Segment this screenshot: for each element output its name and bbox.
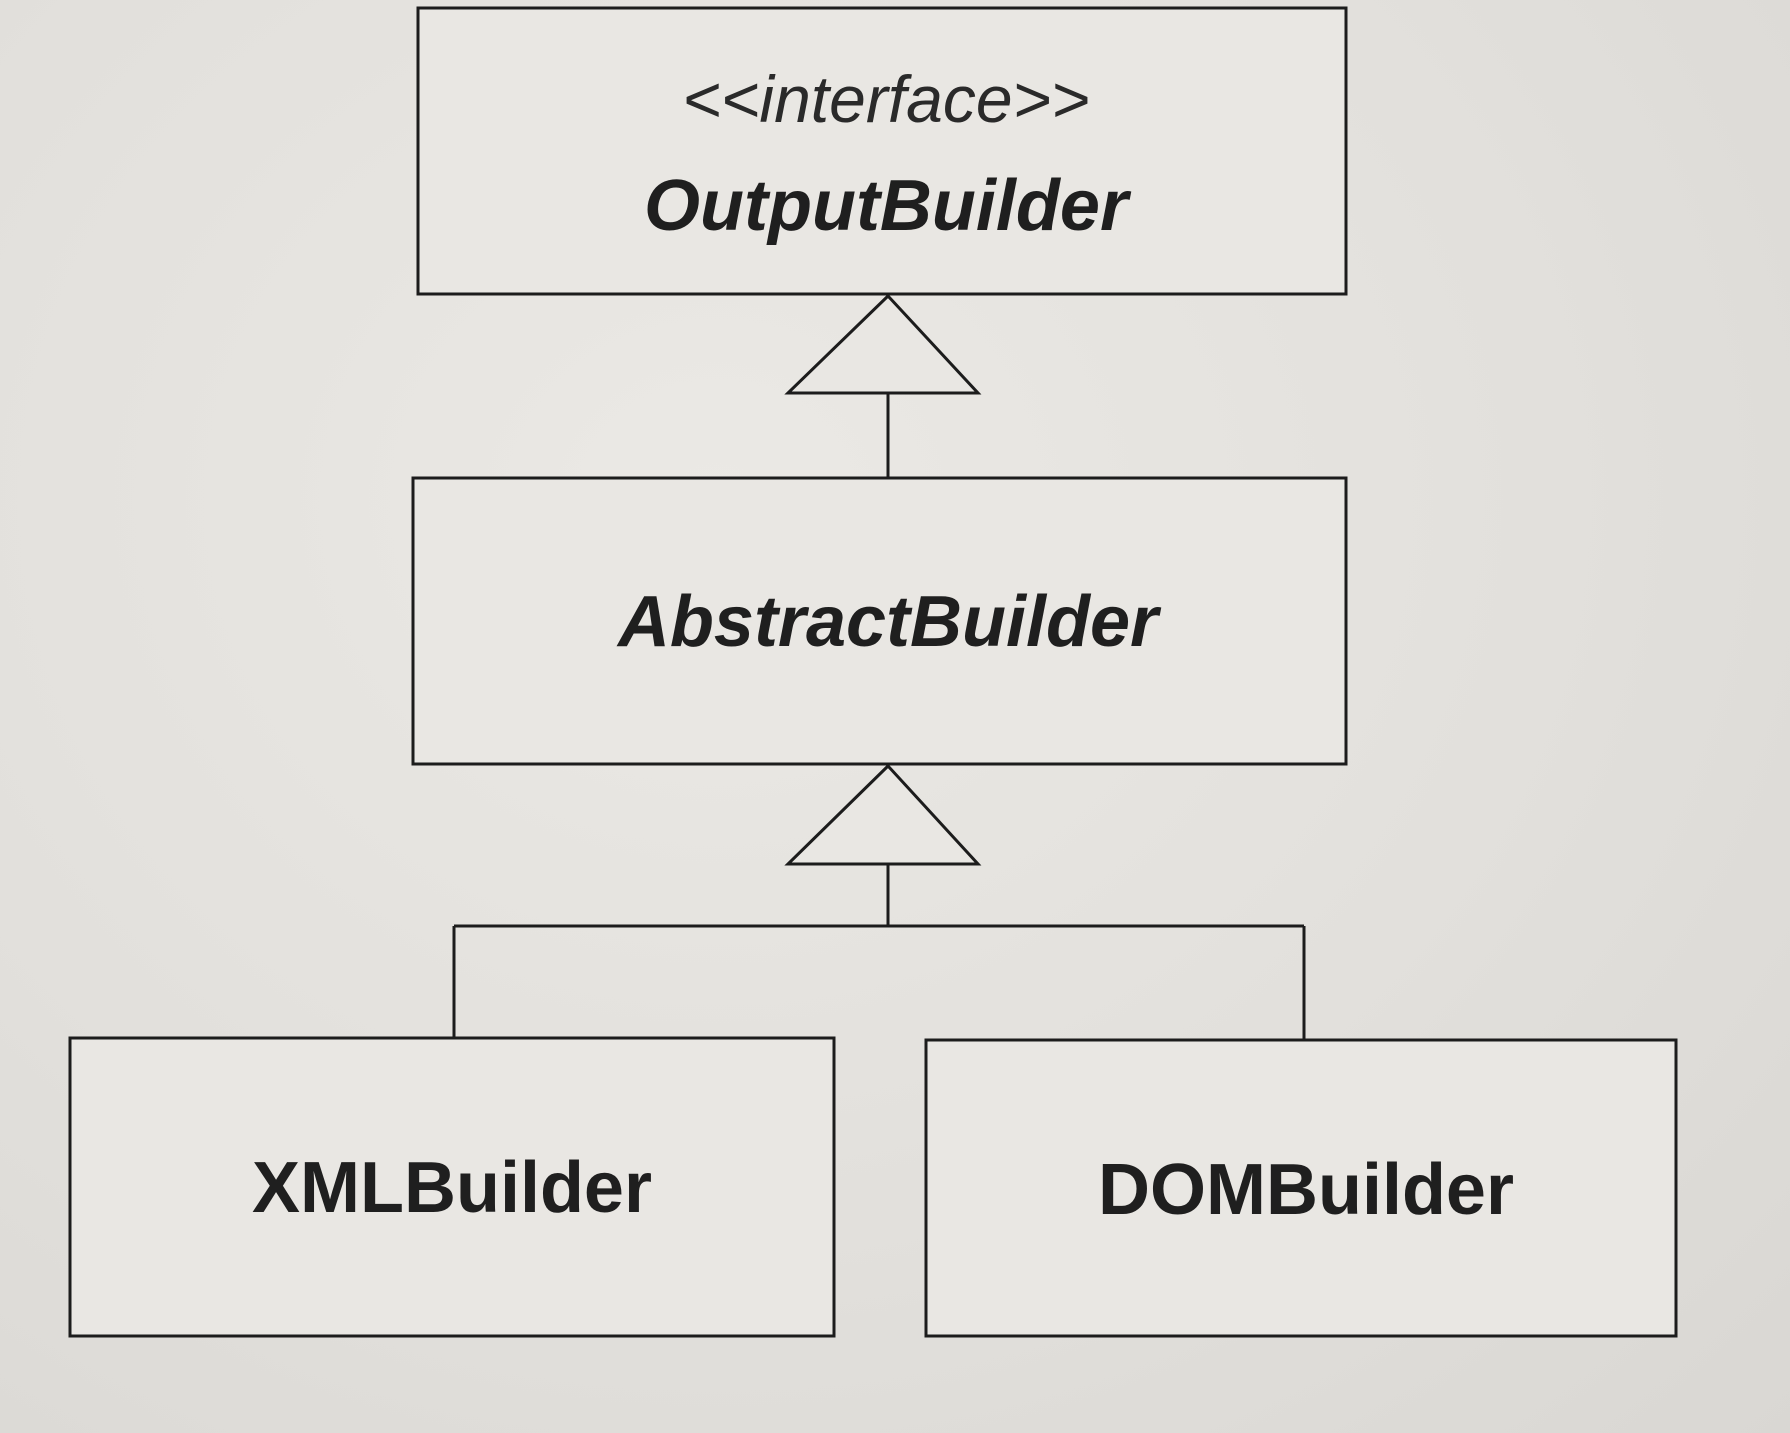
abstract-builder-class[interactable]: AbstractBuilder — [411, 476, 1348, 766]
abstract-builder-box — [411, 476, 1348, 766]
abstract-builder-name: AbstractBuilder — [616, 582, 1162, 662]
output-builder-stereotype: <<interface>> — [682, 62, 1089, 136]
realization-connector — [784, 293, 982, 478]
output-builder-box — [416, 6, 1348, 296]
output-builder-class[interactable]: <<interface>> OutputBuilder — [416, 6, 1348, 296]
xml-builder-class[interactable]: XMLBuilder — [68, 1036, 836, 1338]
generalization-connector — [452, 763, 1306, 1040]
dom-builder-name: DOMBuilder — [1098, 1150, 1514, 1230]
dom-builder-class[interactable]: DOMBuilder — [924, 1038, 1678, 1338]
xml-builder-box — [68, 1036, 836, 1338]
realization-arrowhead — [784, 293, 982, 395]
output-builder-name: OutputBuilder — [644, 166, 1132, 246]
xml-builder-name: XMLBuilder — [252, 1148, 652, 1228]
dom-builder-box — [924, 1038, 1678, 1338]
generalization-arrowhead — [784, 763, 982, 866]
